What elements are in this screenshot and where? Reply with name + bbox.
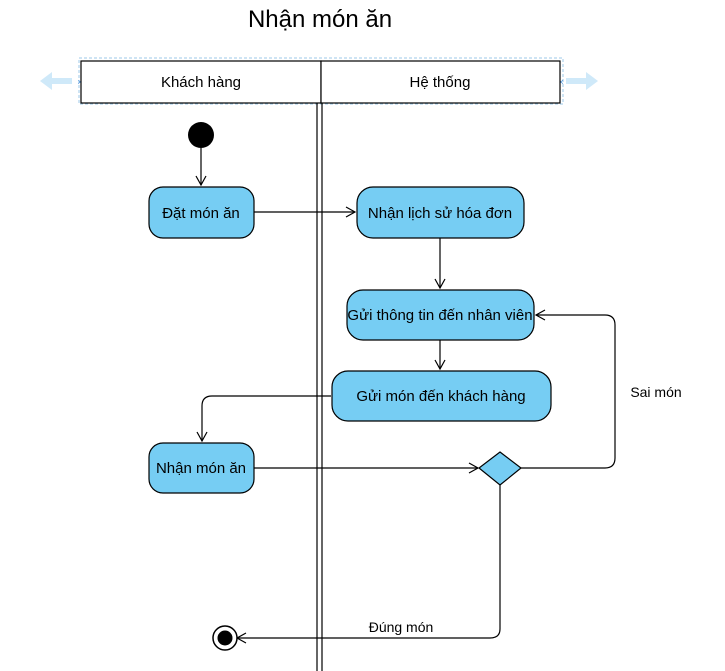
node-notify-staff[interactable]: Gửi thông tin đến nhân viên [346, 289, 535, 341]
decision-node[interactable] [478, 451, 522, 486]
node-send-food-label: Gửi món đến khách hàng [356, 388, 525, 405]
swimlane-right[interactable]: Hệ thống [320, 60, 561, 104]
swimlane-right-label: Hệ thống [410, 74, 471, 91]
node-order[interactable]: Đặt món ăn [148, 186, 255, 239]
end-node[interactable] [212, 625, 238, 651]
resize-left-arrow-icon[interactable] [40, 72, 72, 90]
resize-right-arrow-icon[interactable] [566, 72, 598, 90]
node-notify-staff-label: Gửi thông tin đến nhân viên [347, 307, 532, 324]
lane-selection-frame[interactable]: × × [40, 57, 598, 105]
selection-handle-right-icon[interactable]: × [558, 77, 563, 87]
swimlane-left-label: Khách hàng [161, 74, 241, 91]
node-history-label: Nhận lịch sử hóa đơn [368, 205, 512, 222]
node-order-label: Đặt món ăn [162, 205, 240, 222]
edge-label-wrong: Sai món [630, 384, 681, 400]
diagram-title: Nhận món ăn [248, 6, 392, 33]
swimlane-left[interactable]: Khách hàng [80, 60, 322, 104]
edge-correct-to-end[interactable] [235, 485, 501, 644]
start-node[interactable] [188, 122, 214, 148]
edge-send-to-receive[interactable] [196, 395, 331, 443]
edge-wrong-to-notify[interactable] [521, 309, 616, 469]
node-receive-food[interactable]: Nhận món ăn [148, 442, 255, 494]
node-send-food[interactable]: Gửi món đến khách hàng [331, 370, 552, 422]
node-receive-food-label: Nhận món ăn [156, 460, 246, 477]
edge-label-correct: Đúng món [369, 619, 434, 635]
selection-handle-left-icon[interactable]: × [77, 77, 82, 87]
node-history[interactable]: Nhận lịch sử hóa đơn [356, 186, 525, 239]
